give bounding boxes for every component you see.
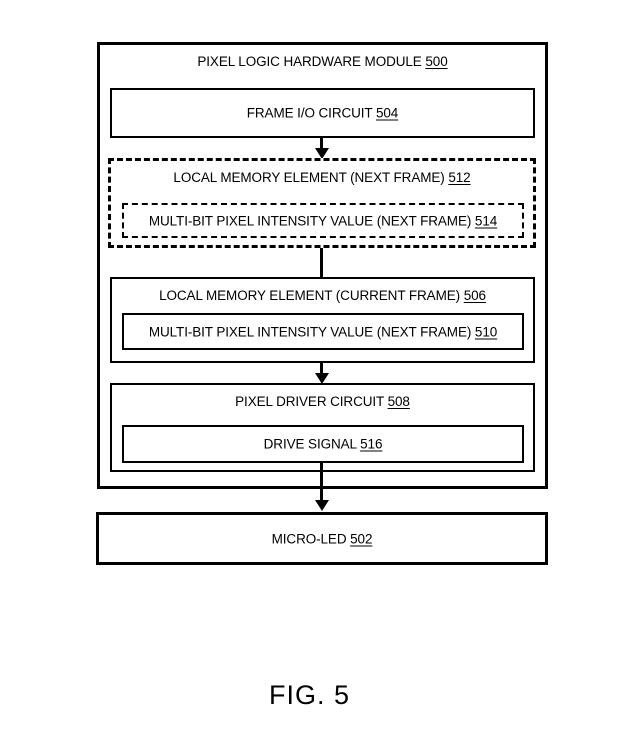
micro-led-label: MICRO-LED 502	[99, 531, 545, 546]
connector-memcurrent-to-pixeldriver	[320, 363, 323, 375]
drive-signal-label: DRIVE SIGNAL 516	[124, 437, 522, 452]
frame-io-title-text: FRAME I/O CIRCUIT	[246, 105, 373, 121]
local-memory-current-ref-numeral: 506	[463, 288, 486, 303]
connector-frameio-to-memnext	[320, 138, 323, 152]
drive-signal-ref-numeral: 516	[360, 436, 383, 452]
arrowhead-pixeldriver-to-microled	[314, 500, 329, 511]
connector-memnext-to-memcurrent	[320, 248, 323, 278]
module-title-text: PIXEL LOGIC HARDWARE MODULE	[197, 54, 422, 69]
micro-led-ref-numeral: 502	[350, 531, 373, 546]
multi-bit-510-ref-numeral: 510	[474, 324, 498, 339]
drive-signal-box: DRIVE SIGNAL 516	[122, 425, 524, 463]
multi-bit-pixel-intensity-value-510-box: MULTI-BIT PIXEL INTENSITY VALUE (NEXT FR…	[122, 313, 524, 350]
micro-led-title-text: MICRO-LED	[271, 531, 347, 546]
multi-bit-pixel-intensity-514-label: MULTI-BIT PIXEL INTENSITY VALUE (NEXT FR…	[124, 213, 522, 228]
multi-bit-pixel-intensity-value-514-box: MULTI-BIT PIXEL INTENSITY VALUE (NEXT FR…	[122, 203, 524, 238]
local-memory-next-ref-numeral: 512	[448, 170, 471, 185]
local-memory-next-frame-label: LOCAL MEMORY ELEMENT (NEXT FRAME) 512	[111, 170, 533, 185]
arrowhead-frameio-to-memnext	[314, 148, 329, 159]
arrowhead-memcurrent-to-pixeldriver	[314, 373, 329, 384]
local-memory-current-title-text: LOCAL MEMORY ELEMENT (CURRENT FRAME)	[159, 288, 461, 303]
connector-pixeldriver-to-microled	[320, 463, 323, 502]
pixel-driver-ref-numeral: 508	[387, 394, 410, 409]
drive-signal-title-text: DRIVE SIGNAL	[263, 436, 357, 452]
pixel-driver-title-text: PIXEL DRIVER CIRCUIT	[235, 394, 384, 409]
module-ref-numeral: 500	[425, 54, 448, 69]
frame-io-circuit-label: FRAME I/O CIRCUIT 504	[112, 106, 533, 121]
multi-bit-510-title-text: MULTI-BIT PIXEL INTENSITY VALUE (NEXT FR…	[148, 324, 472, 339]
pixel-logic-hardware-module-label: PIXEL LOGIC HARDWARE MODULE 500	[100, 54, 545, 69]
figure-caption: FIG. 5	[268, 680, 350, 710]
frame-io-circuit-box: FRAME I/O CIRCUIT 504	[110, 88, 535, 138]
pixel-driver-circuit-label: PIXEL DRIVER CIRCUIT 508	[112, 394, 533, 409]
frame-io-ref-numeral: 504	[375, 105, 399, 121]
local-memory-current-frame-label: LOCAL MEMORY ELEMENT (CURRENT FRAME) 506	[112, 288, 533, 303]
multi-bit-514-ref-numeral: 514	[474, 213, 498, 228]
micro-led-box: MICRO-LED 502	[96, 512, 548, 565]
multi-bit-pixel-intensity-510-label: MULTI-BIT PIXEL INTENSITY VALUE (NEXT FR…	[124, 324, 522, 339]
local-memory-next-title-text: LOCAL MEMORY ELEMENT (NEXT FRAME)	[173, 170, 445, 185]
multi-bit-514-title-text: MULTI-BIT PIXEL INTENSITY VALUE (NEXT FR…	[148, 213, 472, 228]
